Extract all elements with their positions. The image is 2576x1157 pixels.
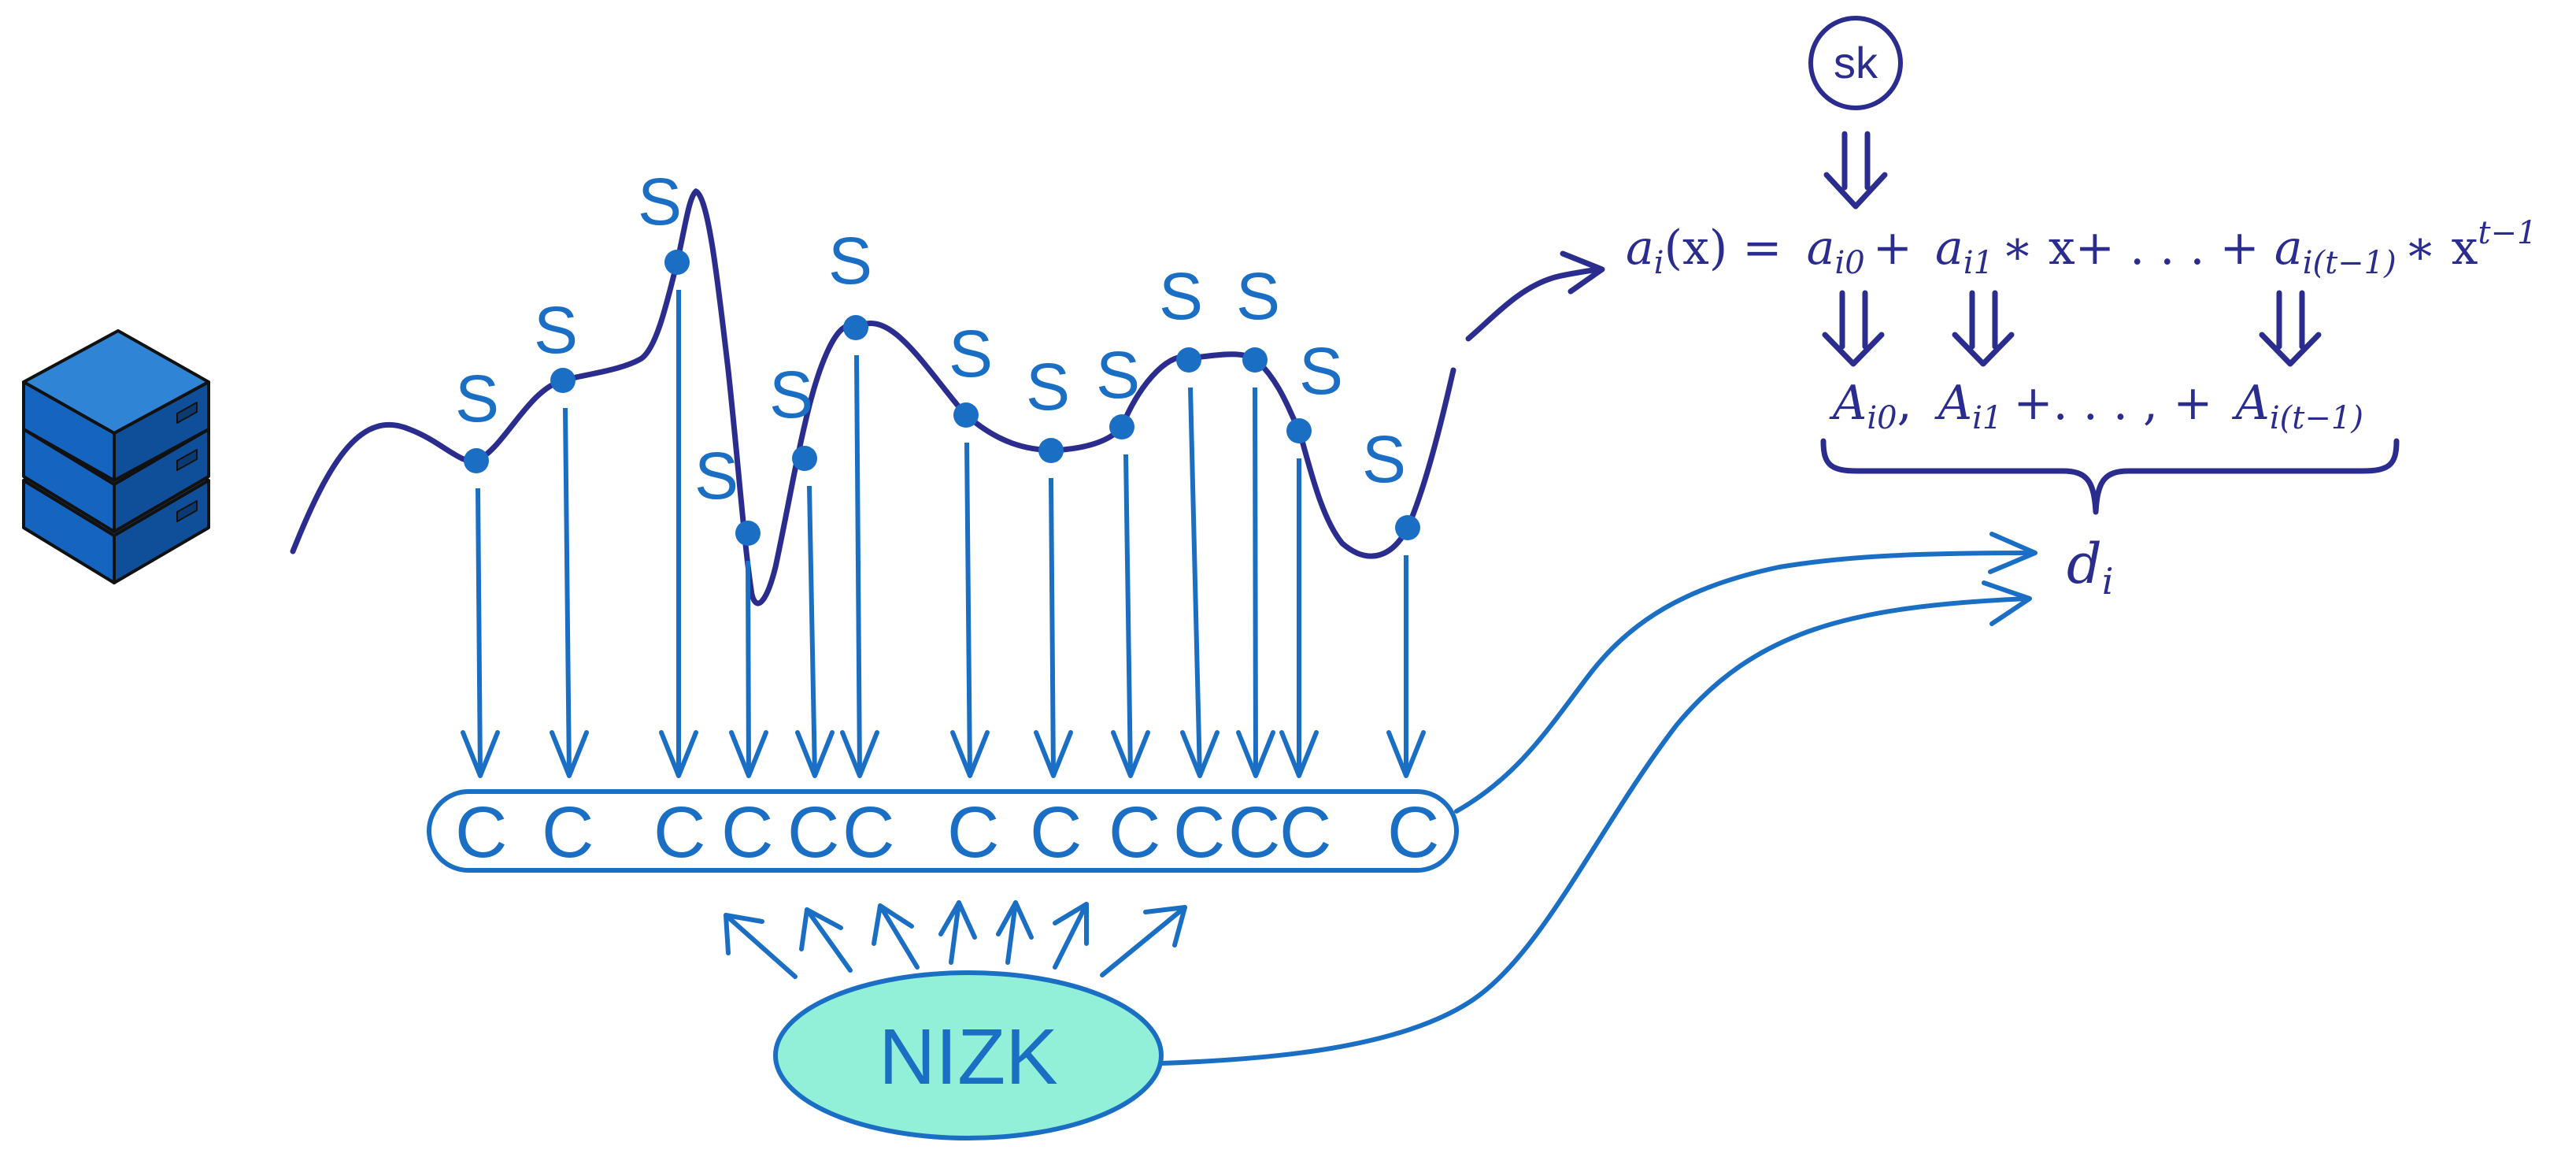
share-label: S — [1236, 259, 1280, 333]
share-point — [550, 368, 576, 393]
commitment-label: C — [787, 792, 839, 873]
share-to-commitment-arrow — [746, 560, 751, 777]
commitment-label: C — [653, 792, 705, 873]
commitment-label: C — [1387, 792, 1439, 873]
brace — [1820, 438, 2400, 515]
share-label: S — [949, 317, 993, 391]
share-point — [1242, 347, 1268, 373]
commitments: C C C C C C C C C C C C C — [455, 792, 1439, 873]
server-unit — [22, 329, 210, 482]
nizk-label: NIZK — [879, 1013, 1058, 1101]
share-to-commitment-arrow — [1253, 387, 1258, 777]
commitment-label: C — [1279, 792, 1331, 873]
nizk-fan-arrows — [724, 900, 1187, 979]
double-arrow-sk — [1823, 131, 1888, 210]
commitments-to-d-arrow — [1454, 551, 2034, 814]
share-label: S — [1362, 422, 1406, 496]
commitment-label: C — [1228, 792, 1280, 873]
nizk-ellipse — [773, 970, 1164, 1140]
commitment-label: C — [1030, 792, 1082, 873]
share-point — [1395, 515, 1420, 540]
share-to-commitment-arrow — [964, 442, 972, 777]
share-to-commitment-arrow — [476, 488, 483, 777]
double-arrows-coefficients — [1822, 290, 2322, 367]
secret-key-circle — [1808, 16, 1903, 110]
share-arrowheads — [461, 730, 1426, 778]
share-label: S — [455, 362, 499, 436]
share-label: S — [534, 293, 578, 367]
share-label: S — [638, 165, 682, 239]
share-point — [1286, 418, 1312, 443]
nizk-to-d-arrow — [1159, 596, 2030, 1066]
share-point — [792, 446, 817, 471]
share-to-commitment-arrow — [807, 485, 817, 777]
arrowhead-d-upper — [1988, 532, 2037, 574]
share-label: S — [1096, 338, 1140, 412]
commitment-label: C — [1108, 792, 1160, 873]
secret-key-label: sk — [1834, 38, 1878, 87]
share-label: S — [694, 439, 738, 513]
commitment-label: C — [455, 792, 507, 873]
share-point — [843, 315, 868, 340]
coefficient-commitments: Ai0, Ai1+. . . , + Ai(t−1) — [1829, 376, 2363, 436]
share-point — [1038, 438, 1064, 463]
share-point — [1176, 347, 1201, 373]
share-to-commitment-arrow — [1188, 387, 1202, 777]
commitment-label: C — [947, 792, 999, 873]
arrowhead-polynomial — [1560, 250, 1605, 295]
share-label: S — [828, 224, 872, 298]
share-point — [664, 250, 690, 275]
share-label: S — [1026, 350, 1070, 424]
share-to-commitment-arrow — [563, 407, 572, 777]
server-stack-icon — [22, 329, 210, 584]
share-point — [1109, 414, 1134, 439]
share-to-commitment-arrow — [854, 354, 862, 777]
share-point — [735, 521, 761, 546]
d-output: di — [2067, 532, 2114, 603]
share-label: S — [769, 358, 813, 432]
share-label: S — [1299, 334, 1343, 408]
share-point — [953, 402, 979, 428]
share-point — [464, 448, 489, 473]
share-label: S — [1159, 259, 1203, 333]
share-to-commitment-arrow — [1123, 454, 1133, 777]
share-to-commitment-arrow — [1049, 477, 1056, 777]
commitments-box — [427, 789, 1459, 873]
commitment-label: C — [842, 792, 894, 873]
curve-to-polynomial-arrow — [1465, 266, 1601, 342]
shares: S S S S S S S S S S — [455, 165, 1420, 777]
commitment-label: C — [542, 792, 594, 873]
commitment-label: C — [721, 792, 773, 873]
polynomial-formula: ai(x) = ai0+ ai1∗ x+ . . . + ai(t−1)∗ xt… — [1626, 215, 2537, 281]
commitment-label: C — [1173, 792, 1225, 873]
arrowhead-d-lower — [1982, 580, 2032, 626]
